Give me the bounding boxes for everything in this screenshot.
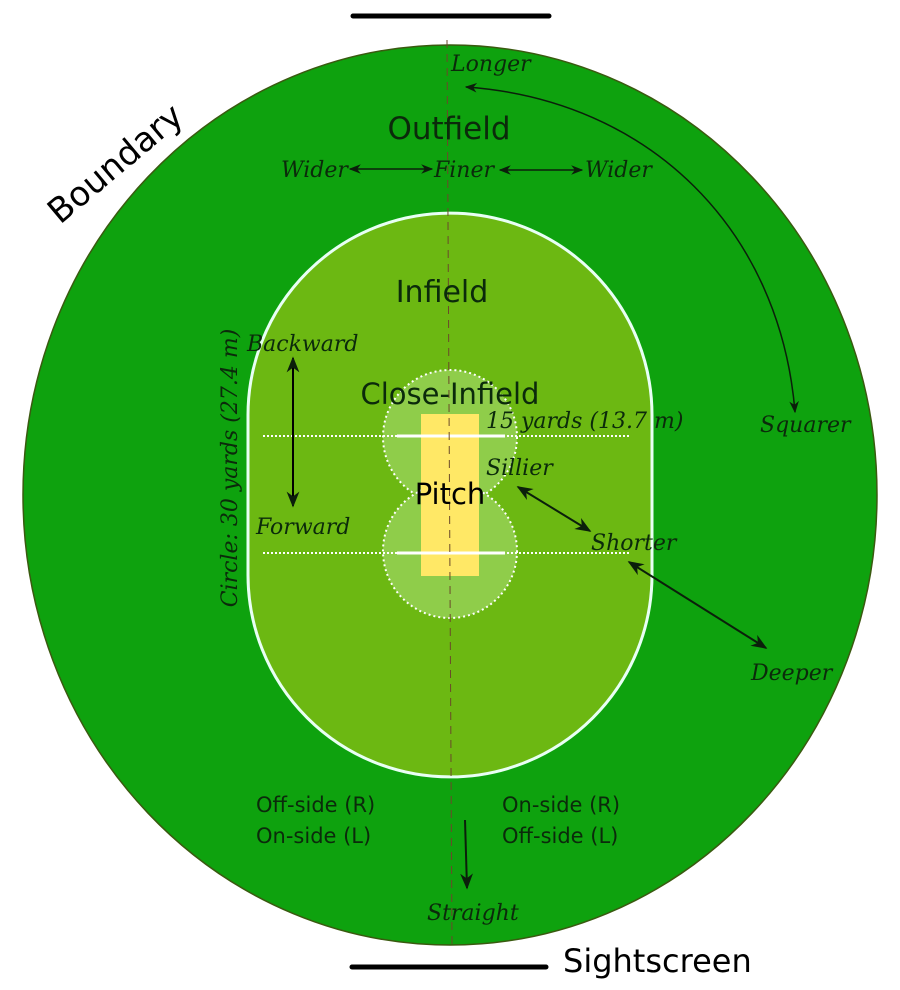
finer-label: Finer [433,158,495,183]
straight-arrow [460,819,473,890]
sightscreen-label: Sightscreen [563,942,752,980]
longer-label: Longer [450,52,532,77]
right-side-line1: On-side (R) [502,793,620,817]
sillier-label: Sillier [486,456,554,481]
forward-label: Forward [255,515,350,540]
sillier-shorter-arrow [516,486,592,532]
backward-label: Backward [246,332,358,357]
shorter-deeper-arrow [627,561,768,649]
left-side-line2: On-side (L) [256,824,371,848]
left-side-line1: Off-side (R) [256,793,375,817]
right-side-line2: Off-side (L) [502,824,618,848]
close-infield-label: Close-Infield [361,377,540,411]
center-line [446,39,453,946]
circle-label: Circle: 30 yards (27.4 m) [218,329,243,608]
shorter-label: Shorter [591,531,678,556]
pitch-label: Pitch [415,477,486,511]
squarer-label: Squarer [760,413,852,438]
longer-squarer-arrow [464,82,799,414]
wider-left-label: Wider [281,158,349,183]
straight-label: Straight [427,901,519,926]
outfield-label: Outfield [387,111,510,147]
wider-right-label: Wider [585,158,653,183]
deeper-label: Deeper [750,661,834,686]
infield-label: Infield [396,275,489,310]
fifteen-yards-label: 15 yards (13.7 m) [486,409,683,434]
